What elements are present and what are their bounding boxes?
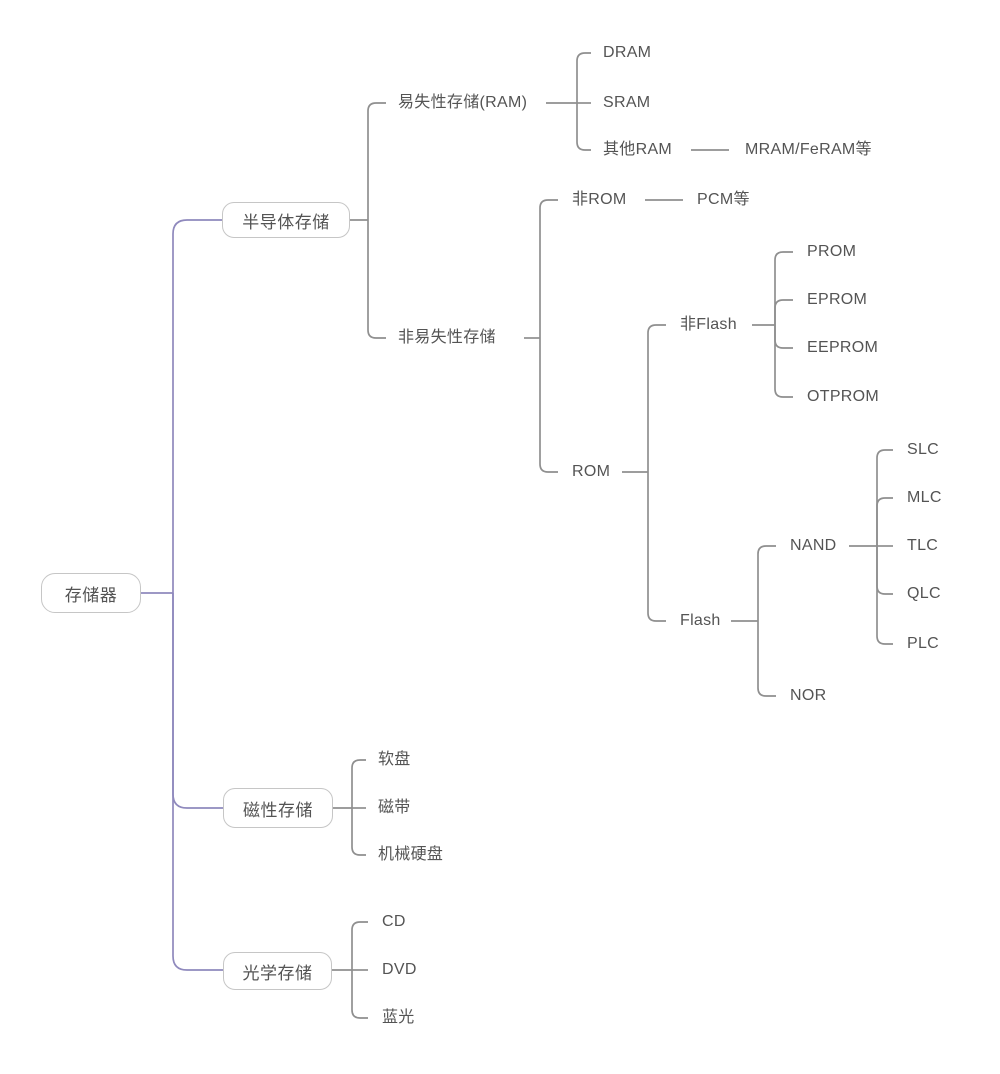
node-non-rom[interactable]: 非ROM: [572, 191, 627, 208]
edge-nand-to-plc: [876, 546, 893, 645]
edge-nand-to-mlc: [876, 497, 893, 546]
node-tlc[interactable]: TLC: [907, 537, 939, 554]
edge-semiconductor-to-volatile: [367, 102, 386, 220]
node-nor[interactable]: NOR: [790, 687, 827, 704]
edge-magnetic-to-floppy: [351, 759, 366, 808]
node-plc[interactable]: PLC: [907, 635, 940, 652]
node-non-flash[interactable]: 非Flash: [680, 316, 737, 333]
node-hdd[interactable]: 机械硬盘: [378, 846, 444, 863]
edge-root-to-semiconductor: [172, 219, 222, 593]
node-dvd[interactable]: DVD: [382, 961, 417, 978]
edge-magnetic-to-hdd: [351, 808, 366, 856]
node-bluray[interactable]: 蓝光: [382, 1009, 415, 1026]
edge-non-flash-to-eeprom: [774, 325, 793, 349]
node-mlc[interactable]: MLC: [907, 489, 942, 506]
node-rom[interactable]: ROM: [572, 463, 611, 480]
node-magnetic-label: 磁性存储: [243, 800, 313, 820]
edge-semiconductor-to-nonvolatile: [367, 220, 386, 339]
edge-nonvolatile-to-non-rom: [539, 199, 558, 338]
node-pcm[interactable]: PCM等: [697, 191, 750, 208]
node-semiconductor-label: 半导体存储: [242, 212, 330, 232]
edge-nand-to-qlc: [876, 546, 893, 595]
edge-flash-to-nor: [757, 621, 776, 697]
node-root-label: 存储器: [64, 585, 118, 605]
node-otprom[interactable]: OTPROM: [807, 388, 880, 405]
edge-rom-to-non-flash: [647, 324, 666, 472]
node-nonvolatile[interactable]: 非易失性存储: [398, 329, 496, 346]
edge-non-flash-to-otprom: [774, 325, 793, 398]
edge-root-to-magnetic: [172, 593, 223, 809]
node-prom[interactable]: PROM: [807, 243, 857, 260]
node-qlc[interactable]: QLC: [907, 585, 941, 602]
node-other-ram[interactable]: 其他RAM: [603, 141, 673, 158]
node-optical-label: 光学存储: [242, 963, 313, 983]
edge-nand-to-slc: [876, 449, 893, 546]
node-slc[interactable]: SLC: [907, 441, 940, 458]
edge-nonvolatile-to-rom: [539, 338, 558, 473]
edge-optical-to-cd: [351, 921, 368, 970]
edge-flash-to-nand: [757, 545, 776, 621]
node-sram[interactable]: SRAM: [603, 94, 651, 111]
node-tape[interactable]: 磁带: [378, 799, 411, 816]
node-eeprom[interactable]: EEPROM: [807, 339, 879, 356]
edge-rom-to-flash: [647, 472, 666, 622]
node-flash[interactable]: Flash: [680, 612, 721, 629]
edge-non-flash-to-prom: [774, 251, 793, 325]
node-nand[interactable]: NAND: [790, 537, 837, 554]
node-eprom[interactable]: EPROM: [807, 291, 868, 308]
node-root[interactable]: 存储器: [41, 573, 141, 613]
node-optical[interactable]: 光学存储: [223, 952, 332, 990]
node-cd[interactable]: CD: [382, 913, 406, 930]
edge-volatile-to-other-ram: [576, 103, 591, 151]
node-floppy[interactable]: 软盘: [378, 751, 411, 768]
node-mram-feram[interactable]: MRAM/FeRAM等: [745, 141, 872, 158]
edge-root-to-optical: [172, 593, 223, 971]
edge-optical-to-bluray: [351, 970, 368, 1019]
node-semiconductor[interactable]: 半导体存储: [222, 202, 350, 238]
edge-volatile-to-dram: [576, 52, 591, 103]
node-volatile-ram[interactable]: 易失性存储(RAM): [398, 94, 528, 111]
node-dram[interactable]: DRAM: [603, 44, 652, 61]
edge-non-flash-to-eprom: [774, 299, 793, 325]
node-magnetic[interactable]: 磁性存储: [223, 788, 333, 828]
